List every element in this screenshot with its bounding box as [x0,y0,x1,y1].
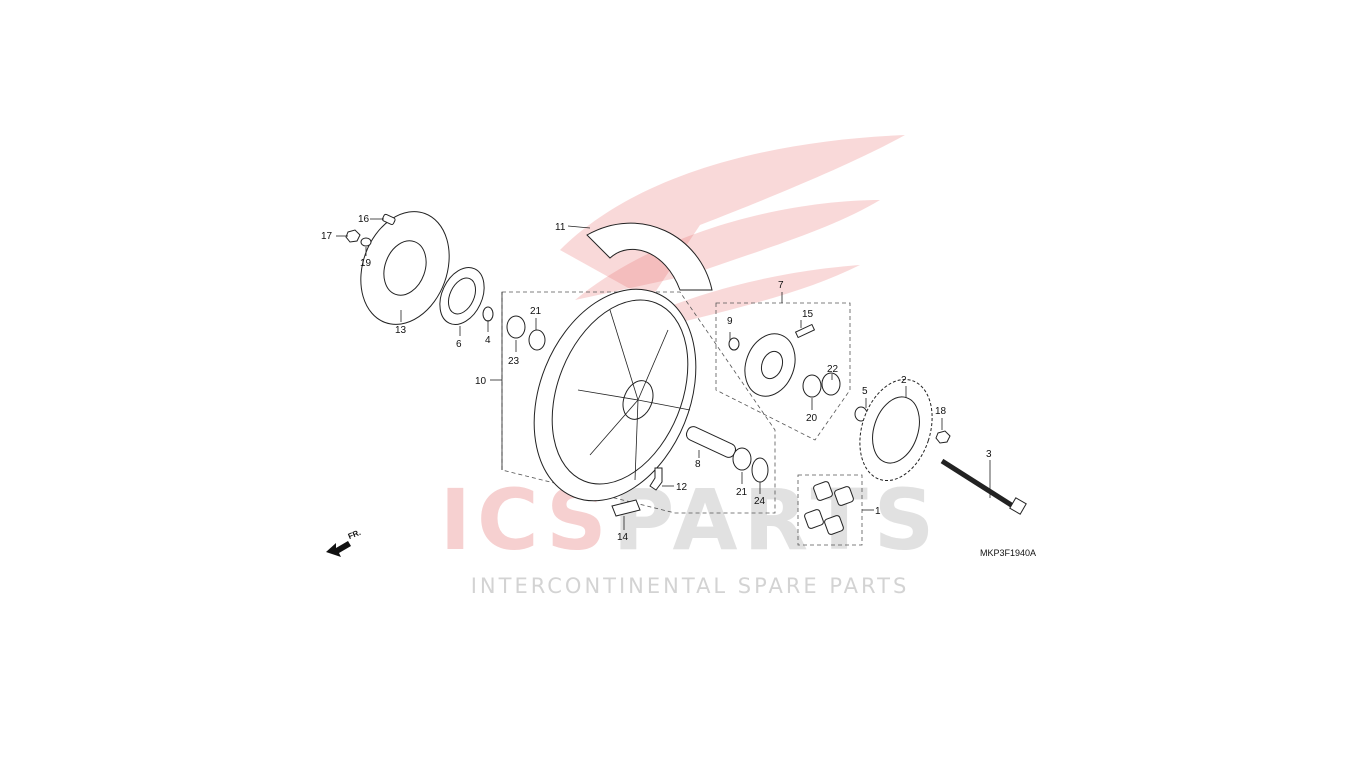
balance-weight [611,499,641,517]
tire-valve [649,467,663,491]
nut-18 [935,430,951,444]
bearing-23 [506,315,526,339]
nut-17 [345,229,361,243]
callout-24: 24 [754,496,766,507]
driven-sprocket [859,378,933,482]
callout-21a: 21 [530,306,542,317]
callout-15: 15 [802,309,814,320]
rear-axle [940,458,1027,515]
wheel-assembly-outline [501,291,776,514]
driven-flange-hub [744,333,796,397]
oil-seal-22 [821,372,841,396]
callout-labels: 1 2 3 4 5 6 7 8 9 10 11 12 13 14 15 16 1… [321,214,992,543]
circlip-24 [751,457,769,483]
callout-22: 22 [827,364,839,375]
callout-1: 1 [875,506,881,517]
nut-9 [728,337,740,351]
callout-17: 17 [321,231,333,242]
bolt-16 [382,213,396,226]
leader-lines [336,218,991,530]
front-direction-arrow [326,541,351,557]
watermark-logo-text: ICSPARTS [430,478,950,562]
callout-14: 14 [617,532,629,543]
collar [482,306,494,322]
callout-2: 2 [901,375,907,386]
watermark-logo-part2: PARTS [612,471,941,569]
callout-3: 3 [986,449,992,460]
bearing-21-right [732,447,752,471]
bearing-20 [802,374,822,398]
callout-4: 4 [485,335,491,346]
callout-7: 7 [778,280,784,291]
diagram-code: MKP3F1940A [980,548,1037,558]
stud-15 [794,323,816,339]
callout-18: 18 [935,406,947,417]
bearing-21-left [528,329,546,351]
callout-20: 20 [806,413,818,424]
callout-19: 19 [360,258,372,269]
callout-8: 8 [695,459,701,470]
callout-12: 12 [676,482,688,493]
callout-23: 23 [508,356,520,367]
callout-10: 10 [475,376,487,387]
wheel-rim [533,288,697,502]
hub-assembly-outline [715,302,851,441]
axle-sleeve [685,426,737,458]
callout-9: 9 [727,316,733,327]
tire [586,222,713,291]
callout-13: 13 [395,325,407,336]
washer-19 [360,237,372,247]
callout-6: 6 [456,339,462,350]
brake-disc [360,211,450,325]
callout-5: 5 [862,386,868,397]
callout-11: 11 [555,222,566,233]
watermark-tagline: Intercontinental Spare Parts [470,574,910,598]
wheel-damper-rubbers [804,481,854,535]
callout-21b: 21 [736,487,748,498]
callout-16: 16 [358,214,370,225]
dust-seal [439,267,485,325]
